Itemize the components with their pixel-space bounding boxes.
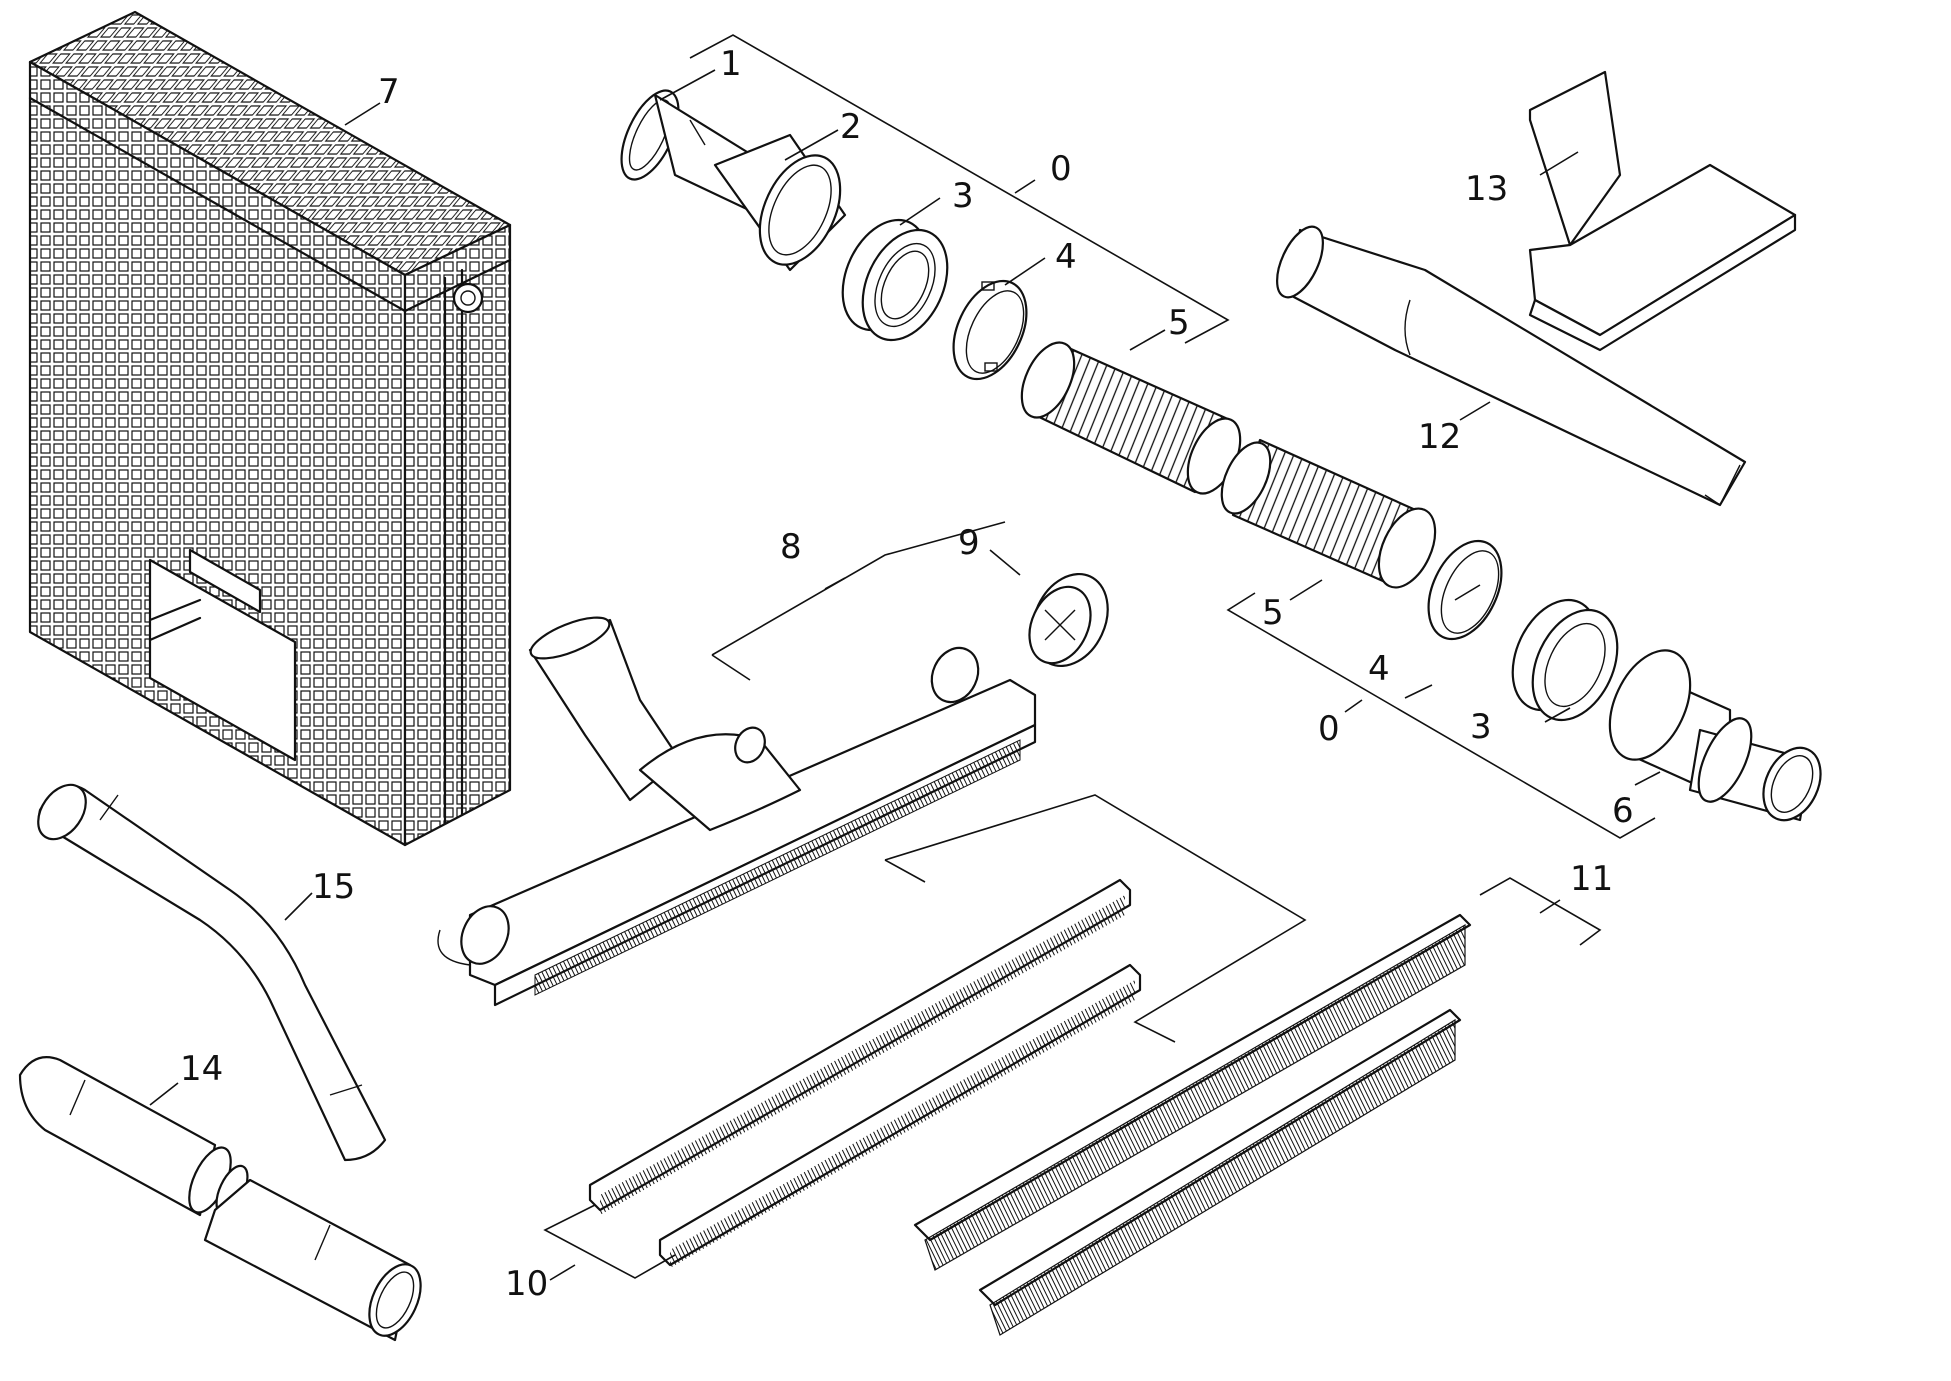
hose-nut-top bbox=[841, 218, 949, 342]
floor-nozzle bbox=[437, 572, 1109, 1007]
callout-15: 15 bbox=[312, 867, 355, 907]
brush-strips bbox=[913, 913, 1472, 1336]
callout-11: 11 bbox=[1570, 859, 1613, 899]
clip-ring-top bbox=[952, 279, 1028, 381]
bent-suction-tube bbox=[37, 783, 387, 1162]
leader-lines bbox=[149, 34, 1661, 1281]
upholstery-nozzle bbox=[1528, 70, 1797, 352]
callout-7: 7 bbox=[378, 72, 400, 112]
machine-connector bbox=[1608, 649, 1822, 822]
straight-suction-tubes bbox=[18, 1056, 422, 1342]
callout-14: 14 bbox=[180, 1049, 223, 1089]
callout-13: 13 bbox=[1465, 169, 1508, 209]
hose-nut-bottom bbox=[1511, 598, 1619, 722]
callout-9: 9 bbox=[958, 523, 980, 563]
callout-0-bottom: 0 bbox=[1318, 709, 1340, 749]
suction-hose-top bbox=[1020, 341, 1242, 495]
hose-connector-top bbox=[620, 89, 847, 272]
callout-0-top: 0 bbox=[1050, 149, 1072, 189]
callout-labels: 1 2 0 3 4 5 7 13 12 8 9 5 4 0 3 6 11 15 … bbox=[180, 44, 1634, 1304]
crevice-nozzle bbox=[1276, 225, 1747, 507]
callout-2: 2 bbox=[840, 107, 862, 147]
callout-5-bottom: 5 bbox=[1262, 593, 1284, 633]
callout-10: 10 bbox=[505, 1264, 548, 1304]
callout-8: 8 bbox=[780, 527, 802, 567]
callout-4-bottom: 4 bbox=[1368, 649, 1390, 689]
callout-1: 1 bbox=[720, 44, 742, 84]
clip-ring-bottom bbox=[1427, 539, 1503, 641]
callout-6: 6 bbox=[1612, 791, 1634, 831]
callout-5-top: 5 bbox=[1168, 303, 1190, 343]
callout-3-bottom: 3 bbox=[1470, 707, 1492, 747]
callout-3-top: 3 bbox=[952, 176, 974, 216]
callout-12: 12 bbox=[1418, 417, 1461, 457]
callout-4-top: 4 bbox=[1055, 237, 1077, 277]
suction-hose-bottom bbox=[1220, 438, 1437, 589]
filter-cabinet bbox=[28, 10, 512, 847]
squeegee-strips bbox=[588, 878, 1142, 1268]
